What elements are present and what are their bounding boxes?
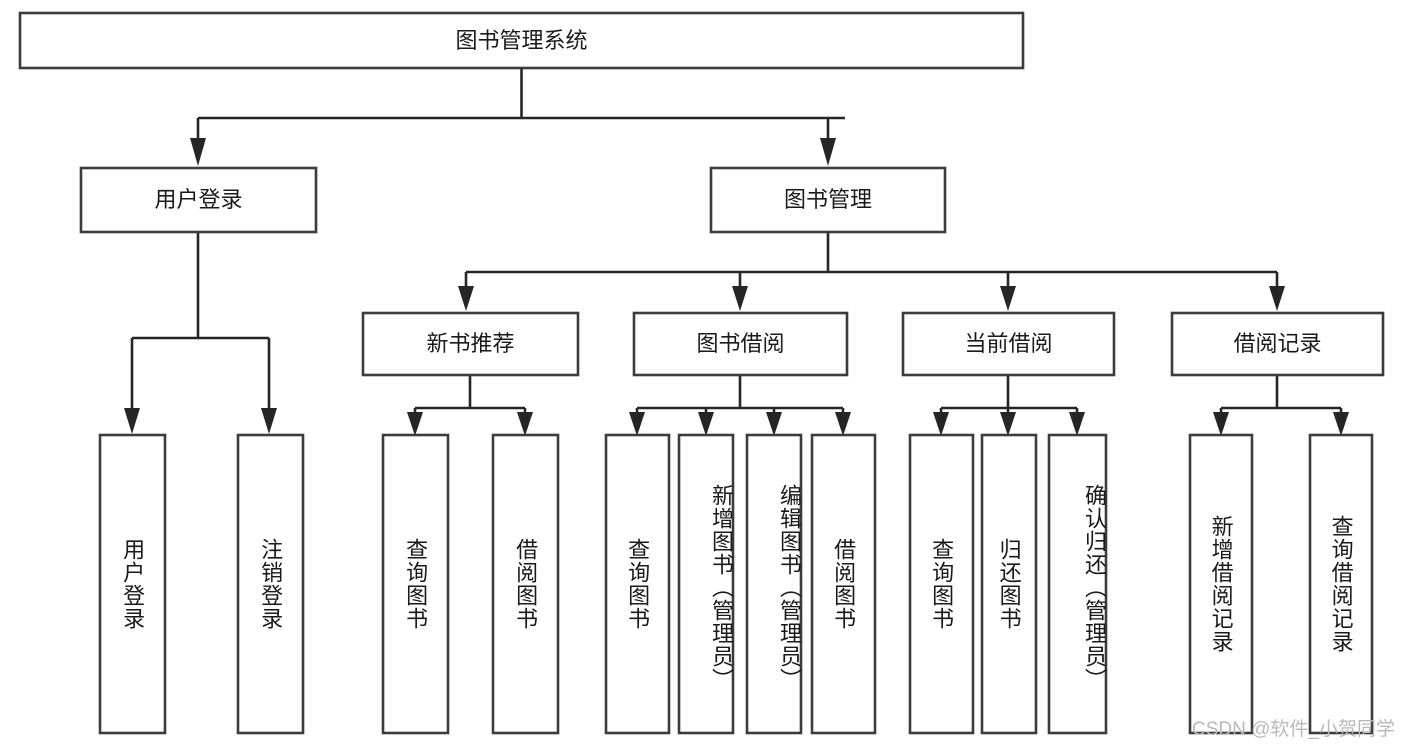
- node-book-borrow-label: 图书借阅: [696, 331, 784, 356]
- node-leaf-query-book-1[interactable]: [381, 433, 450, 735]
- node-leaf-query-borrow-record[interactable]: [1308, 433, 1374, 735]
- connector-borrow-to-leaves: [629, 375, 851, 436]
- node-new-book-recommend-label: 新书推荐: [426, 331, 514, 356]
- node-leaf-add-book-admin[interactable]: [677, 433, 735, 735]
- node-leaf-borrow-book-1[interactable]: [491, 433, 560, 735]
- node-current-borrow-label: 当前借阅: [964, 331, 1052, 356]
- node-leaf-add-borrow-record[interactable]: [1188, 433, 1254, 735]
- node-new-book-recommend[interactable]: [361, 311, 580, 377]
- node-book-borrow[interactable]: [632, 311, 849, 377]
- node-book-management[interactable]: [709, 166, 947, 234]
- node-current-borrow[interactable]: [901, 311, 1116, 377]
- node-leaf-confirm-return-admin[interactable]: [1047, 433, 1108, 735]
- connector-recommend-to-leaves: [407, 375, 533, 436]
- node-borrow-record[interactable]: [1170, 311, 1385, 377]
- node-leaf-query-book-3[interactable]: [908, 433, 975, 735]
- node-leaf-edit-book-admin[interactable]: [745, 433, 803, 735]
- connector-record-to-leaves: [1213, 375, 1349, 436]
- node-root[interactable]: [18, 11, 1025, 70]
- csdn-watermark: CSDN @软件_小贺同学: [1192, 719, 1395, 740]
- connector-current-to-leaves: [933, 375, 1085, 436]
- node-leaf-user-login[interactable]: [98, 433, 167, 735]
- node-user-login[interactable]: [79, 166, 318, 234]
- node-leaf-user-logout[interactable]: [236, 433, 305, 735]
- node-borrow-record-label: 借阅记录: [1233, 331, 1321, 356]
- node-leaf-return-book[interactable]: [980, 433, 1038, 735]
- node-book-management-label: 图书管理: [784, 187, 872, 212]
- connector-userlogin-to-leaves: [124, 232, 277, 434]
- connector-bookmgmt-to-level3: [458, 232, 1285, 311]
- node-leaf-borrow-book-2[interactable]: [810, 433, 877, 735]
- connector-root-to-level2: [190, 68, 845, 166]
- node-user-login-label: 用户登录: [154, 187, 242, 212]
- node-root-label: 图书管理系统: [455, 28, 587, 53]
- node-leaf-query-book-2[interactable]: [604, 433, 671, 735]
